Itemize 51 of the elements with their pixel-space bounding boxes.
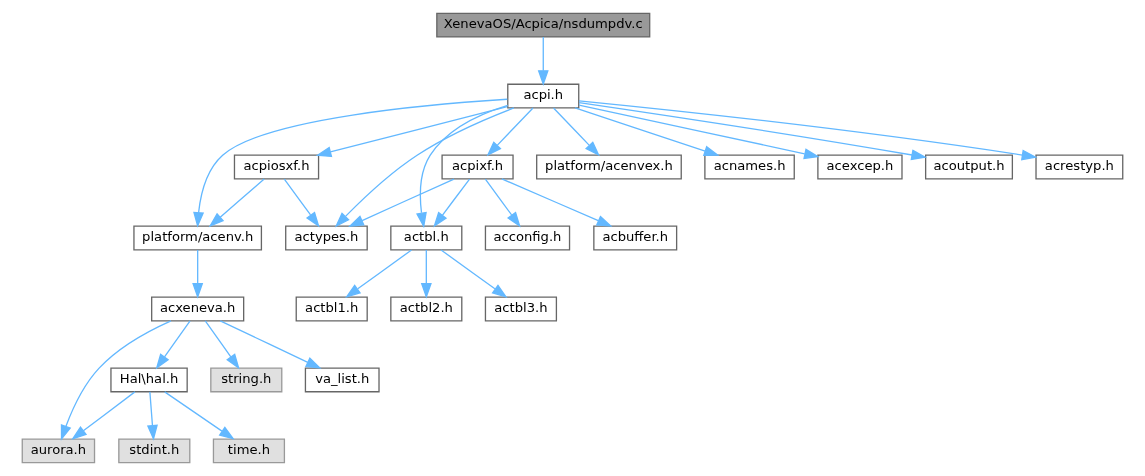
node-box: acconfig.h [484, 225, 571, 251]
node-box: actbl2.h [390, 296, 463, 322]
arrow [537, 36, 549, 86]
arrow [146, 391, 158, 441]
node-box: platform/acenvex.h [536, 154, 682, 180]
arrow [578, 100, 1038, 161]
node-box: acbuffer.h [593, 225, 678, 251]
node-box: va_list.h [304, 367, 380, 393]
arrow [71, 391, 136, 440]
node-box: stdint.h [118, 438, 191, 464]
node-box: time.h [212, 438, 286, 464]
arrow [486, 107, 534, 157]
node-box: acpi.h [507, 83, 580, 109]
node-box: aurora.h [21, 438, 96, 464]
node-box: actbl3.h [484, 296, 558, 322]
node-box: acoutput.h [925, 154, 1014, 180]
node-box: XenevaOS/Acpica/nsdumpdv.c [436, 12, 651, 38]
node-box: platform/acenv.h [133, 225, 263, 251]
arrow [433, 178, 471, 228]
arrow [416, 104, 509, 229]
node-box: Hal\hal.h [110, 367, 188, 393]
node-box: acnames.h [704, 154, 795, 180]
arrow [578, 104, 820, 160]
arrow [192, 249, 204, 299]
node-box: acpiosxf.h [233, 154, 320, 180]
arrow [484, 178, 521, 228]
node-box: actbl.h [390, 225, 463, 251]
arrow [164, 391, 235, 440]
node-box: acxeneva.h [151, 296, 245, 322]
node-box: acrestyp.h [1035, 154, 1124, 180]
arrow [283, 178, 320, 228]
arrow [155, 320, 191, 370]
node-box: actbl1.h [295, 296, 368, 322]
arrow [574, 107, 720, 157]
arrow [552, 107, 600, 157]
arrow [345, 249, 413, 298]
node-box: acexcep.h [817, 154, 903, 180]
arrow [578, 101, 927, 161]
node-box: acpixf.h [441, 154, 514, 180]
arrow [219, 320, 322, 369]
arrow [420, 249, 432, 299]
arrow [193, 98, 508, 228]
arrow [315, 105, 508, 158]
arrow [501, 178, 613, 227]
arrow [204, 320, 240, 370]
node-box: actypes.h [285, 225, 368, 251]
arrow [348, 178, 455, 227]
arrow [440, 249, 508, 298]
arrow [208, 178, 265, 228]
arrow [60, 320, 172, 441]
node-box: string.h [210, 367, 283, 393]
